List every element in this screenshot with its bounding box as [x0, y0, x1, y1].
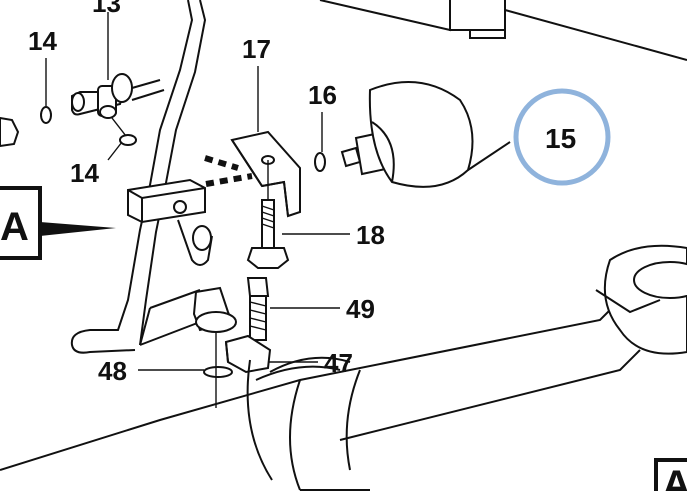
callout-18: 18 [356, 220, 385, 250]
bolt-18 [246, 160, 290, 269]
callout-13: 13 [92, 0, 121, 18]
washer-14-lower [119, 134, 137, 146]
centerline-14-lower [111, 117, 127, 137]
view-marker-right: A [654, 458, 687, 491]
washer-14-upper [40, 106, 52, 124]
callout-48: 48 [98, 356, 127, 386]
nut-47 [224, 334, 272, 374]
callout-15: 15 [545, 123, 576, 154]
axle [0, 244, 687, 491]
callout-17: 17 [242, 34, 271, 64]
callout-49: 49 [346, 294, 375, 324]
bolt-49 [246, 277, 270, 341]
view-marker-left: A [0, 186, 116, 260]
highlight-ring [513, 88, 611, 186]
hose-clamp [127, 178, 213, 266]
routing-dashes [204, 155, 253, 187]
callout-47: 47 [324, 348, 353, 378]
accumulator [340, 81, 511, 188]
view-label-left: A [0, 205, 29, 249]
tee-fitting [71, 73, 165, 119]
bracket [230, 130, 301, 218]
washer-16 [314, 152, 326, 172]
leader-lines [45, 12, 350, 371]
view-label-right: A [662, 463, 687, 491]
callout-14-upper: 14 [28, 26, 57, 56]
elbow-fitting [192, 286, 237, 408]
callout-16: 16 [308, 80, 337, 110]
callout-14-lower: 14 [70, 158, 99, 188]
upper-frame [319, 0, 687, 61]
left-fitting [0, 116, 20, 148]
